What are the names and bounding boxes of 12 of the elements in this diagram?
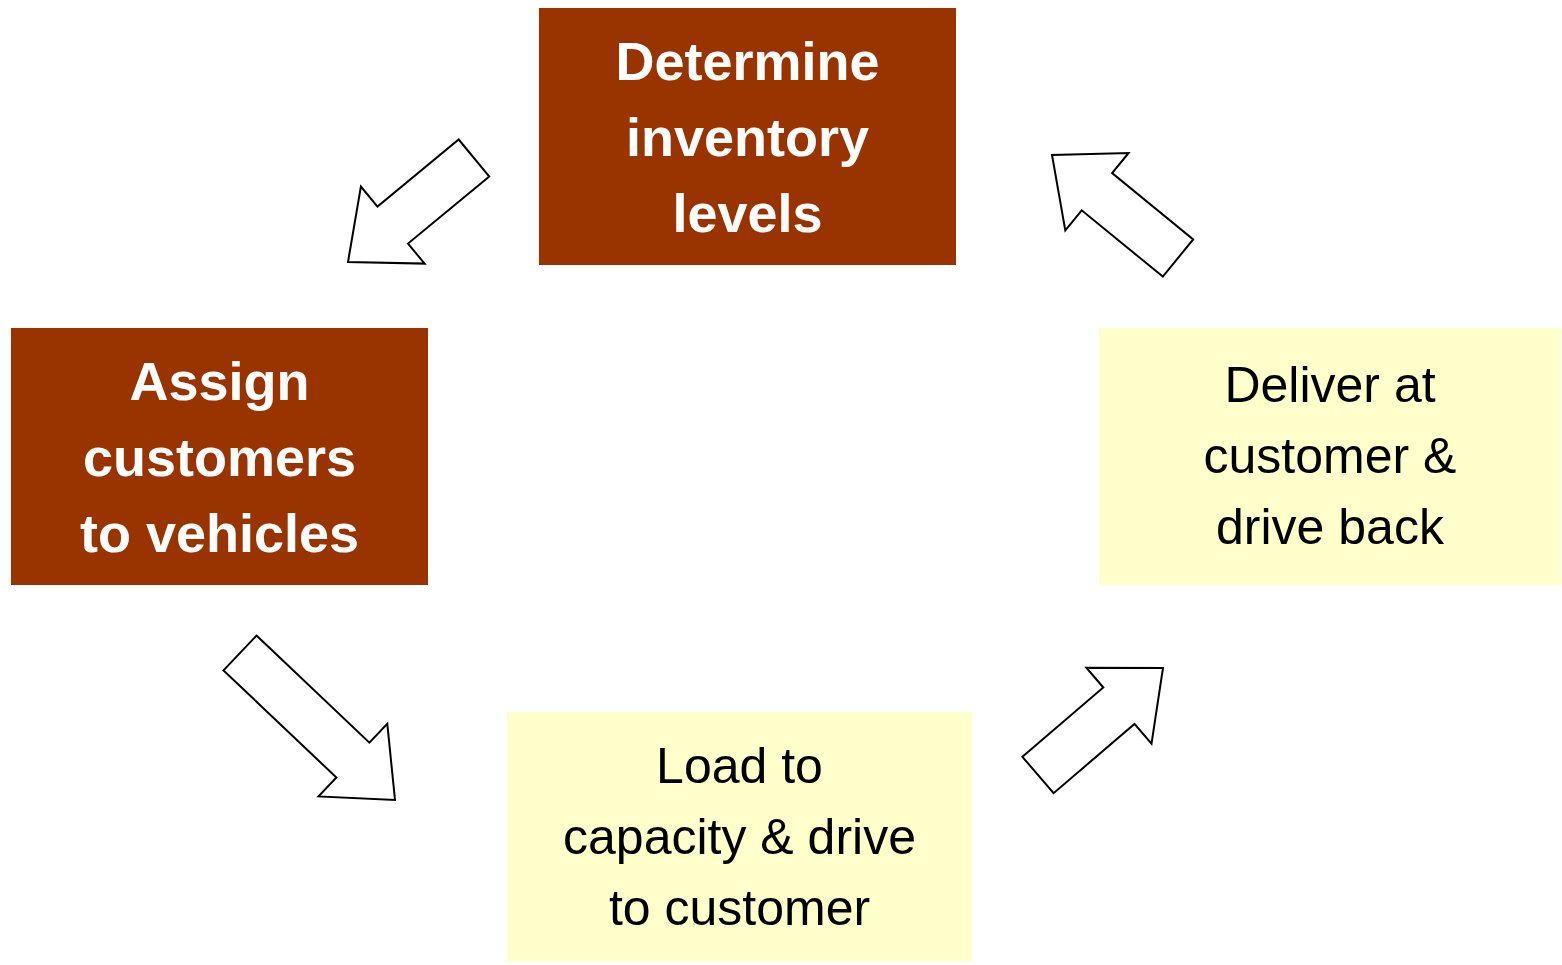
block-arrow (346, 138, 491, 265)
process-box (539, 8, 956, 265)
block-arrow (1050, 151, 1195, 278)
step-text: Determine inventory levels (614, 29, 881, 245)
step-text: Load to capacity & drive to customer (562, 736, 917, 938)
process-box (507, 712, 972, 962)
process-box (11, 328, 428, 585)
block-arrow (1021, 666, 1165, 795)
block-arrow (222, 634, 397, 802)
process-box (1099, 328, 1561, 585)
step-text: Deliver at customer & drive back (1202, 356, 1458, 557)
step-text: Assign customers to vehicles (78, 349, 361, 565)
